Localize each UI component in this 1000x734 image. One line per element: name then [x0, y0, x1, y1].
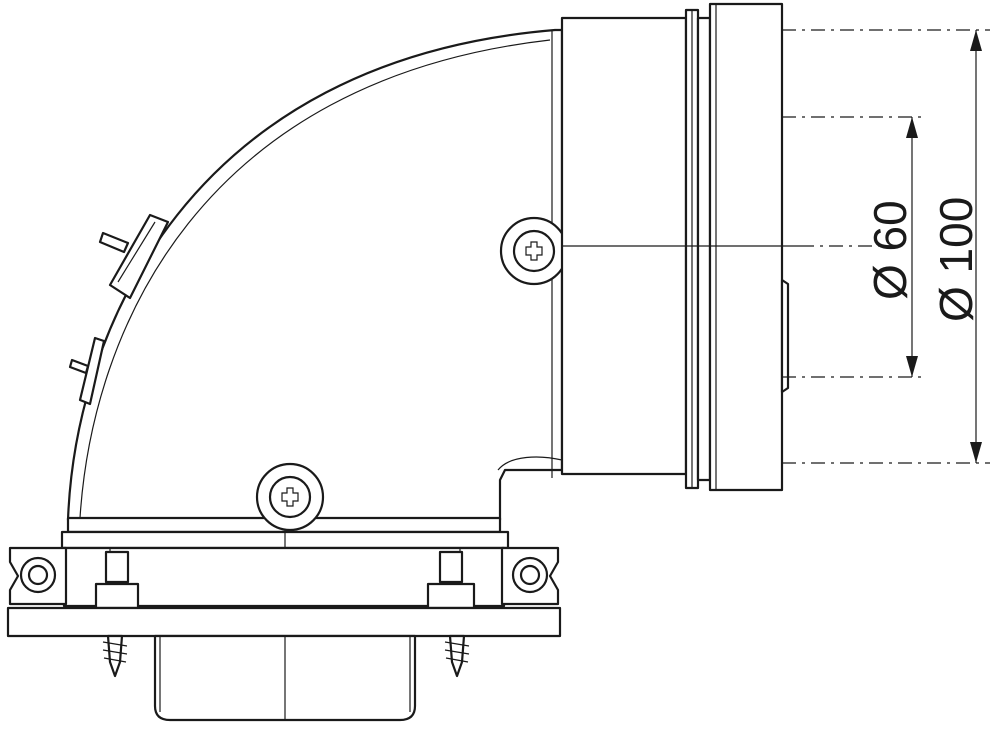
- bracket-clip-lower: [68, 336, 106, 406]
- horizontal-socket: [560, 2, 790, 492]
- mounting-bracket: [8, 546, 560, 610]
- wood-screw-right: [444, 634, 470, 678]
- bracket-clip-upper: [98, 213, 170, 300]
- vertical-spigot: [153, 634, 417, 722]
- bottom-screw: [255, 462, 325, 532]
- side-screw: [499, 216, 569, 286]
- centre-and-extension-lines: [562, 29, 990, 464]
- label-diameter-100: Ø 100: [930, 197, 982, 322]
- wood-screw-left: [102, 634, 128, 678]
- lower-collar: [60, 516, 510, 550]
- label-diameter-60: Ø 60: [864, 200, 916, 300]
- elbow-body: [66, 28, 564, 522]
- dimension-diameter-100: [970, 30, 982, 463]
- dimension-diameter-60: [906, 117, 918, 377]
- base-flange: [6, 606, 562, 638]
